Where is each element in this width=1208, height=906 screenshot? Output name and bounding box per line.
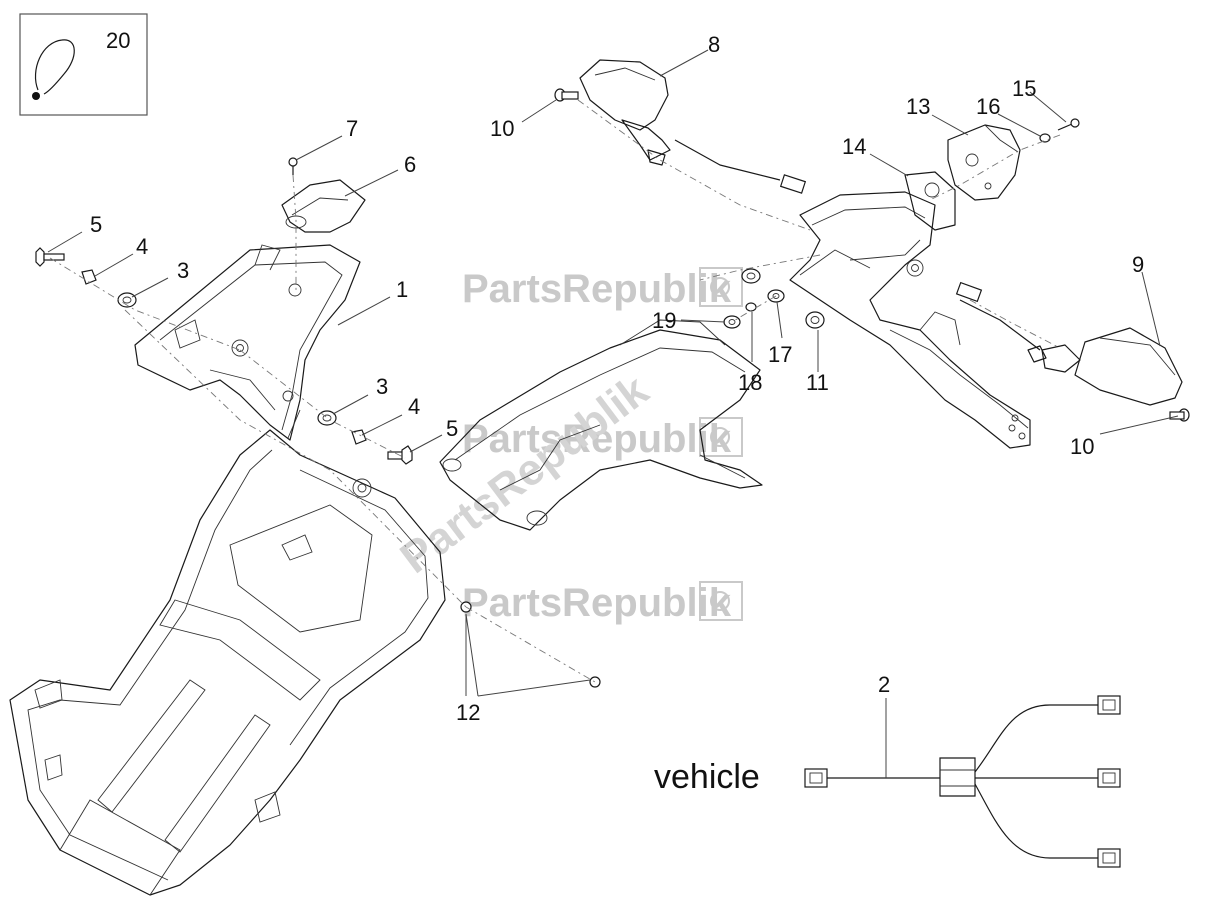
part-8-indicator bbox=[554, 59, 807, 194]
callout-1: 1 bbox=[396, 277, 408, 302]
callout-4-top: 4 bbox=[136, 234, 148, 259]
callout-3-top: 3 bbox=[177, 258, 189, 283]
part-13-cap bbox=[947, 124, 1021, 201]
callout-3-bottom: 3 bbox=[376, 374, 388, 399]
callout-4-bottom: 4 bbox=[408, 394, 420, 419]
gear-icon bbox=[710, 591, 730, 611]
callout-10-bottom: 10 bbox=[1070, 434, 1094, 459]
part-1-bracket bbox=[134, 244, 361, 441]
left-hardware-top bbox=[35, 247, 137, 308]
callout-19: 19 bbox=[652, 308, 676, 333]
watermark-bottom-text: PartsRepublik bbox=[462, 581, 732, 625]
part-7-screw bbox=[288, 157, 298, 175]
inset-frame bbox=[19, 13, 148, 116]
right-main-bracket bbox=[789, 191, 1031, 449]
cable-tie-icon bbox=[34, 39, 75, 95]
callout-18: 18 bbox=[738, 370, 762, 395]
callout-5-top: 5 bbox=[90, 212, 102, 237]
harness-connector-middle bbox=[1097, 768, 1121, 788]
part-9-indicator bbox=[955, 281, 1190, 422]
left-hardware-bottom bbox=[317, 410, 413, 465]
part-12-fasteners bbox=[460, 601, 601, 688]
part-16-washer bbox=[1039, 133, 1051, 143]
callout-11: 11 bbox=[806, 370, 829, 395]
watermark-bottom-logo bbox=[699, 581, 743, 621]
assembly-lines bbox=[49, 99, 1061, 683]
watermark-bottom: PartsRepublik bbox=[462, 581, 743, 625]
callout-labels: 1 2 3 3 4 4 5 5 6 7 8 9 10 10 11 12 13 1… bbox=[90, 32, 1144, 725]
callout-17: 17 bbox=[768, 342, 792, 367]
center-plate-holder bbox=[439, 319, 763, 531]
callout-12: 12 bbox=[456, 700, 480, 725]
small-fasteners-center bbox=[723, 268, 825, 329]
callout-7: 7 bbox=[346, 116, 358, 141]
callout-9: 9 bbox=[1132, 252, 1144, 277]
callout-8: 8 bbox=[708, 32, 720, 57]
callout-5-bottom: 5 bbox=[446, 416, 458, 441]
harness-vehicle-label: vehicle bbox=[654, 758, 760, 796]
callout-13: 13 bbox=[906, 94, 930, 119]
harness-connector-bottom bbox=[1097, 848, 1121, 868]
watermark-middle-logo bbox=[699, 417, 743, 457]
part-14-plate bbox=[904, 171, 956, 231]
watermark-diagonal-text: PartsRepublik bbox=[392, 365, 658, 583]
watermark-top: PartsRepublik bbox=[462, 267, 743, 311]
cable-tie-head bbox=[32, 92, 40, 100]
watermark-top-text: PartsRepublik bbox=[462, 267, 732, 311]
part-2-harness: vehicle bbox=[654, 695, 1121, 868]
rear-undertray bbox=[9, 429, 446, 896]
gear-icon bbox=[710, 427, 730, 447]
inset-part-20: 20 bbox=[19, 13, 148, 116]
harness-connector-top bbox=[1097, 695, 1121, 715]
callout-15: 15 bbox=[1012, 76, 1036, 101]
part-15-screw bbox=[1057, 118, 1080, 131]
harness-splitter bbox=[939, 757, 976, 797]
leader-lines bbox=[47, 49, 1179, 778]
callout-2: 2 bbox=[878, 672, 890, 697]
callout-16: 16 bbox=[976, 94, 1000, 119]
callout-6: 6 bbox=[404, 152, 416, 177]
callout-10-top: 10 bbox=[490, 116, 514, 141]
callout-14: 14 bbox=[842, 134, 866, 159]
gear-icon bbox=[710, 277, 730, 297]
callout-20: 20 bbox=[106, 28, 130, 53]
harness-connector-vehicle bbox=[804, 768, 828, 788]
watermark-top-logo bbox=[699, 267, 743, 307]
part-6-cover bbox=[281, 179, 366, 233]
